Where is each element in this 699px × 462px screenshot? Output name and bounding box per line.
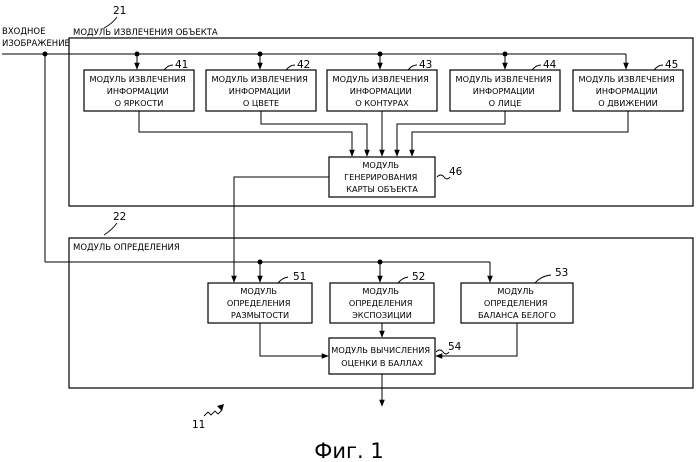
input-label-line2: ИЗОБРАЖЕНИЕ <box>2 39 70 49</box>
extraction-module-44: МОДУЛЬ ИЗВЛЕЧЕНИЯ ИНФОРМАЦИИ О ЛИЦЕ <box>450 70 560 111</box>
exposure-determination-module: МОДУЛЬ ОПРЕДЕЛЕНИЯ ЭКСПОЗИЦИИ <box>330 283 434 323</box>
blur-determination-module: МОДУЛЬ ОПРЕДЕЛЕНИЯ РАЗМЫТОСТИ <box>208 283 312 323</box>
input-junction <box>43 52 48 57</box>
device-ref-leader <box>204 410 222 416</box>
extraction-to-map-wires <box>139 111 628 156</box>
extraction-module-42: МОДУЛЬ ИЗВЛЕЧЕНИЯ ИНФОРМАЦИИ О ЦВЕТЕ <box>206 70 316 111</box>
extraction-module-45: МОДУЛЬ ИЗВЛЕЧЕНИЯ ИНФОРМАЦИИ О ДВИЖЕНИИ <box>573 70 683 111</box>
extraction-unit-title: МОДУЛЬ ИЗВЛЕЧЕНИЯ ОБЪЕКТА <box>73 28 218 38</box>
device-ref: 11 <box>192 419 205 431</box>
ref-53: 53 <box>555 267 568 279</box>
ref-43: 43 <box>419 59 432 71</box>
input-label-line1: ВХОДНОЕ <box>2 27 45 37</box>
ref-leaders-extraction <box>164 65 663 70</box>
ref-42: 42 <box>297 59 310 71</box>
ref-54: 54 <box>448 341 462 353</box>
determination-unit-ref: 22 <box>113 211 126 223</box>
ref-44: 44 <box>543 59 557 71</box>
ref-45: 45 <box>665 59 678 71</box>
white-balance-determination-module: МОДУЛЬ ОПРЕДЕЛЕНИЯ БАЛАНСА БЕЛОГО <box>461 283 573 323</box>
ref-41: 41 <box>175 59 188 71</box>
figure-caption: Фиг. 1 <box>314 439 383 462</box>
map-to-blur-wire <box>234 177 329 282</box>
object-map-generator: МОДУЛЬ ГЕНЕРИРОВАНИЯ КАРТЫ ОБЪЕКТА <box>329 157 435 197</box>
ref-51: 51 <box>293 271 306 283</box>
extraction-unit-ref: 21 <box>113 5 126 17</box>
score-computation-module: МОДУЛЬ ВЫЧИСЛЕНИЯ ОЦЕНКИ В БАЛЛАХ <box>329 338 435 374</box>
ref-52: 52 <box>412 271 425 283</box>
extraction-module-41: МОДУЛЬ ИЗВЛЕЧЕНИЯ ИНФОРМАЦИИ О ЯРКОСТИ <box>84 70 194 111</box>
ref-46: 46 <box>449 166 463 178</box>
determination-unit-title: МОДУЛЬ ОПРЕДЕЛЕНИЯ <box>73 243 180 253</box>
extraction-module-43: МОДУЛЬ ИЗВЛЕЧЕНИЯ ИНФОРМАЦИИ О КОНТУРАХ <box>327 70 437 111</box>
device-ref-arrowhead <box>217 404 224 411</box>
